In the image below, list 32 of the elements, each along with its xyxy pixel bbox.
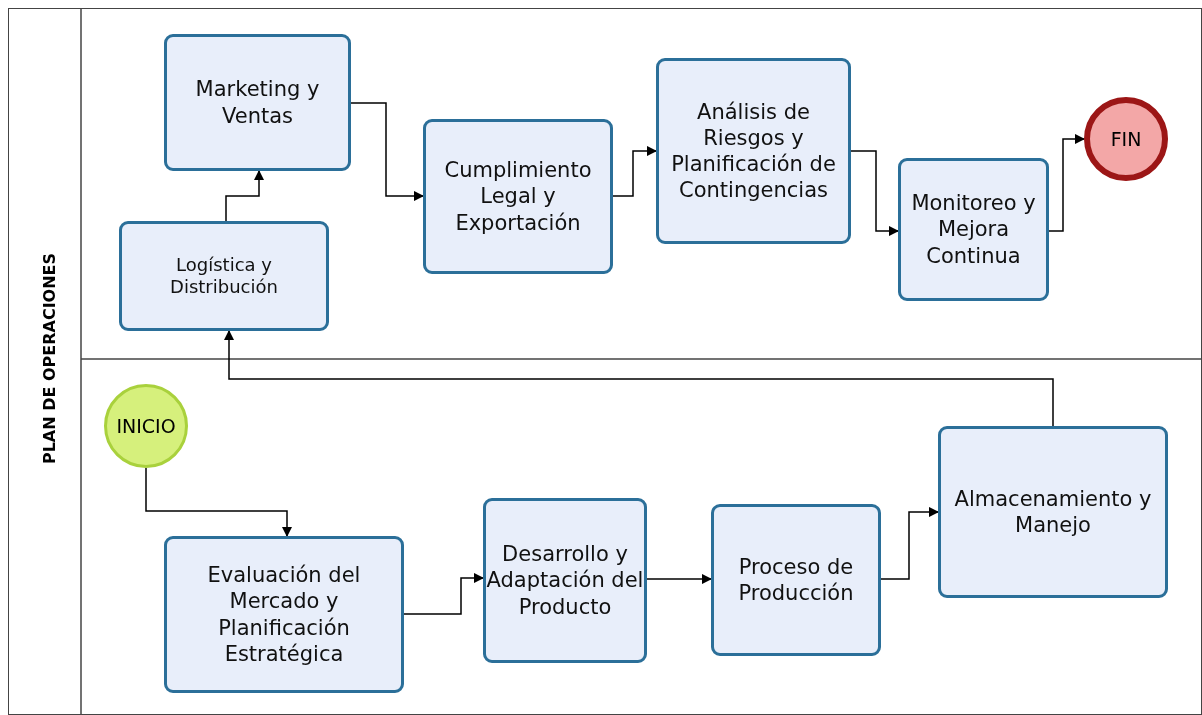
process-box xyxy=(119,221,329,331)
arrow xyxy=(403,572,485,615)
node-label: Cumplimiento Legal y Exportación xyxy=(443,157,593,236)
arrow xyxy=(223,329,1054,427)
arrow xyxy=(145,467,293,538)
arrow xyxy=(880,506,940,580)
arrow xyxy=(1048,133,1086,232)
process-box xyxy=(423,119,613,274)
node-label: Almacenamiento y Manejo xyxy=(953,485,1153,539)
process-box xyxy=(938,426,1168,598)
arrow xyxy=(225,169,265,222)
node-label: Monitoreo y Mejora Continua xyxy=(910,190,1037,269)
node-label: Análisis de Riesgos y Planificación de Contingencias xyxy=(670,98,837,204)
arrow xyxy=(646,573,713,585)
process-box xyxy=(898,158,1049,301)
node-label: Proceso de Producción xyxy=(737,553,855,607)
node-label: Evaluación del Mercado y Planificación Estratégica xyxy=(206,562,362,667)
node-label: Desarrollo y Adaptación del Producto xyxy=(486,541,644,620)
arrow xyxy=(350,102,425,202)
pool-title: PLAN DE OPERACIONES xyxy=(39,251,59,467)
process-box xyxy=(656,58,851,244)
pool-border xyxy=(8,8,1202,715)
arrow xyxy=(612,145,658,197)
process-box xyxy=(164,34,351,171)
process-box xyxy=(711,504,881,656)
node-label: Logística y Distribución xyxy=(169,253,279,299)
arrow xyxy=(850,150,900,237)
process-box xyxy=(483,498,647,663)
node-label: INICIO xyxy=(116,415,176,437)
node-label: FIN xyxy=(1110,128,1142,150)
process-box xyxy=(164,536,404,693)
node-label: Marketing y Ventas xyxy=(194,76,321,129)
